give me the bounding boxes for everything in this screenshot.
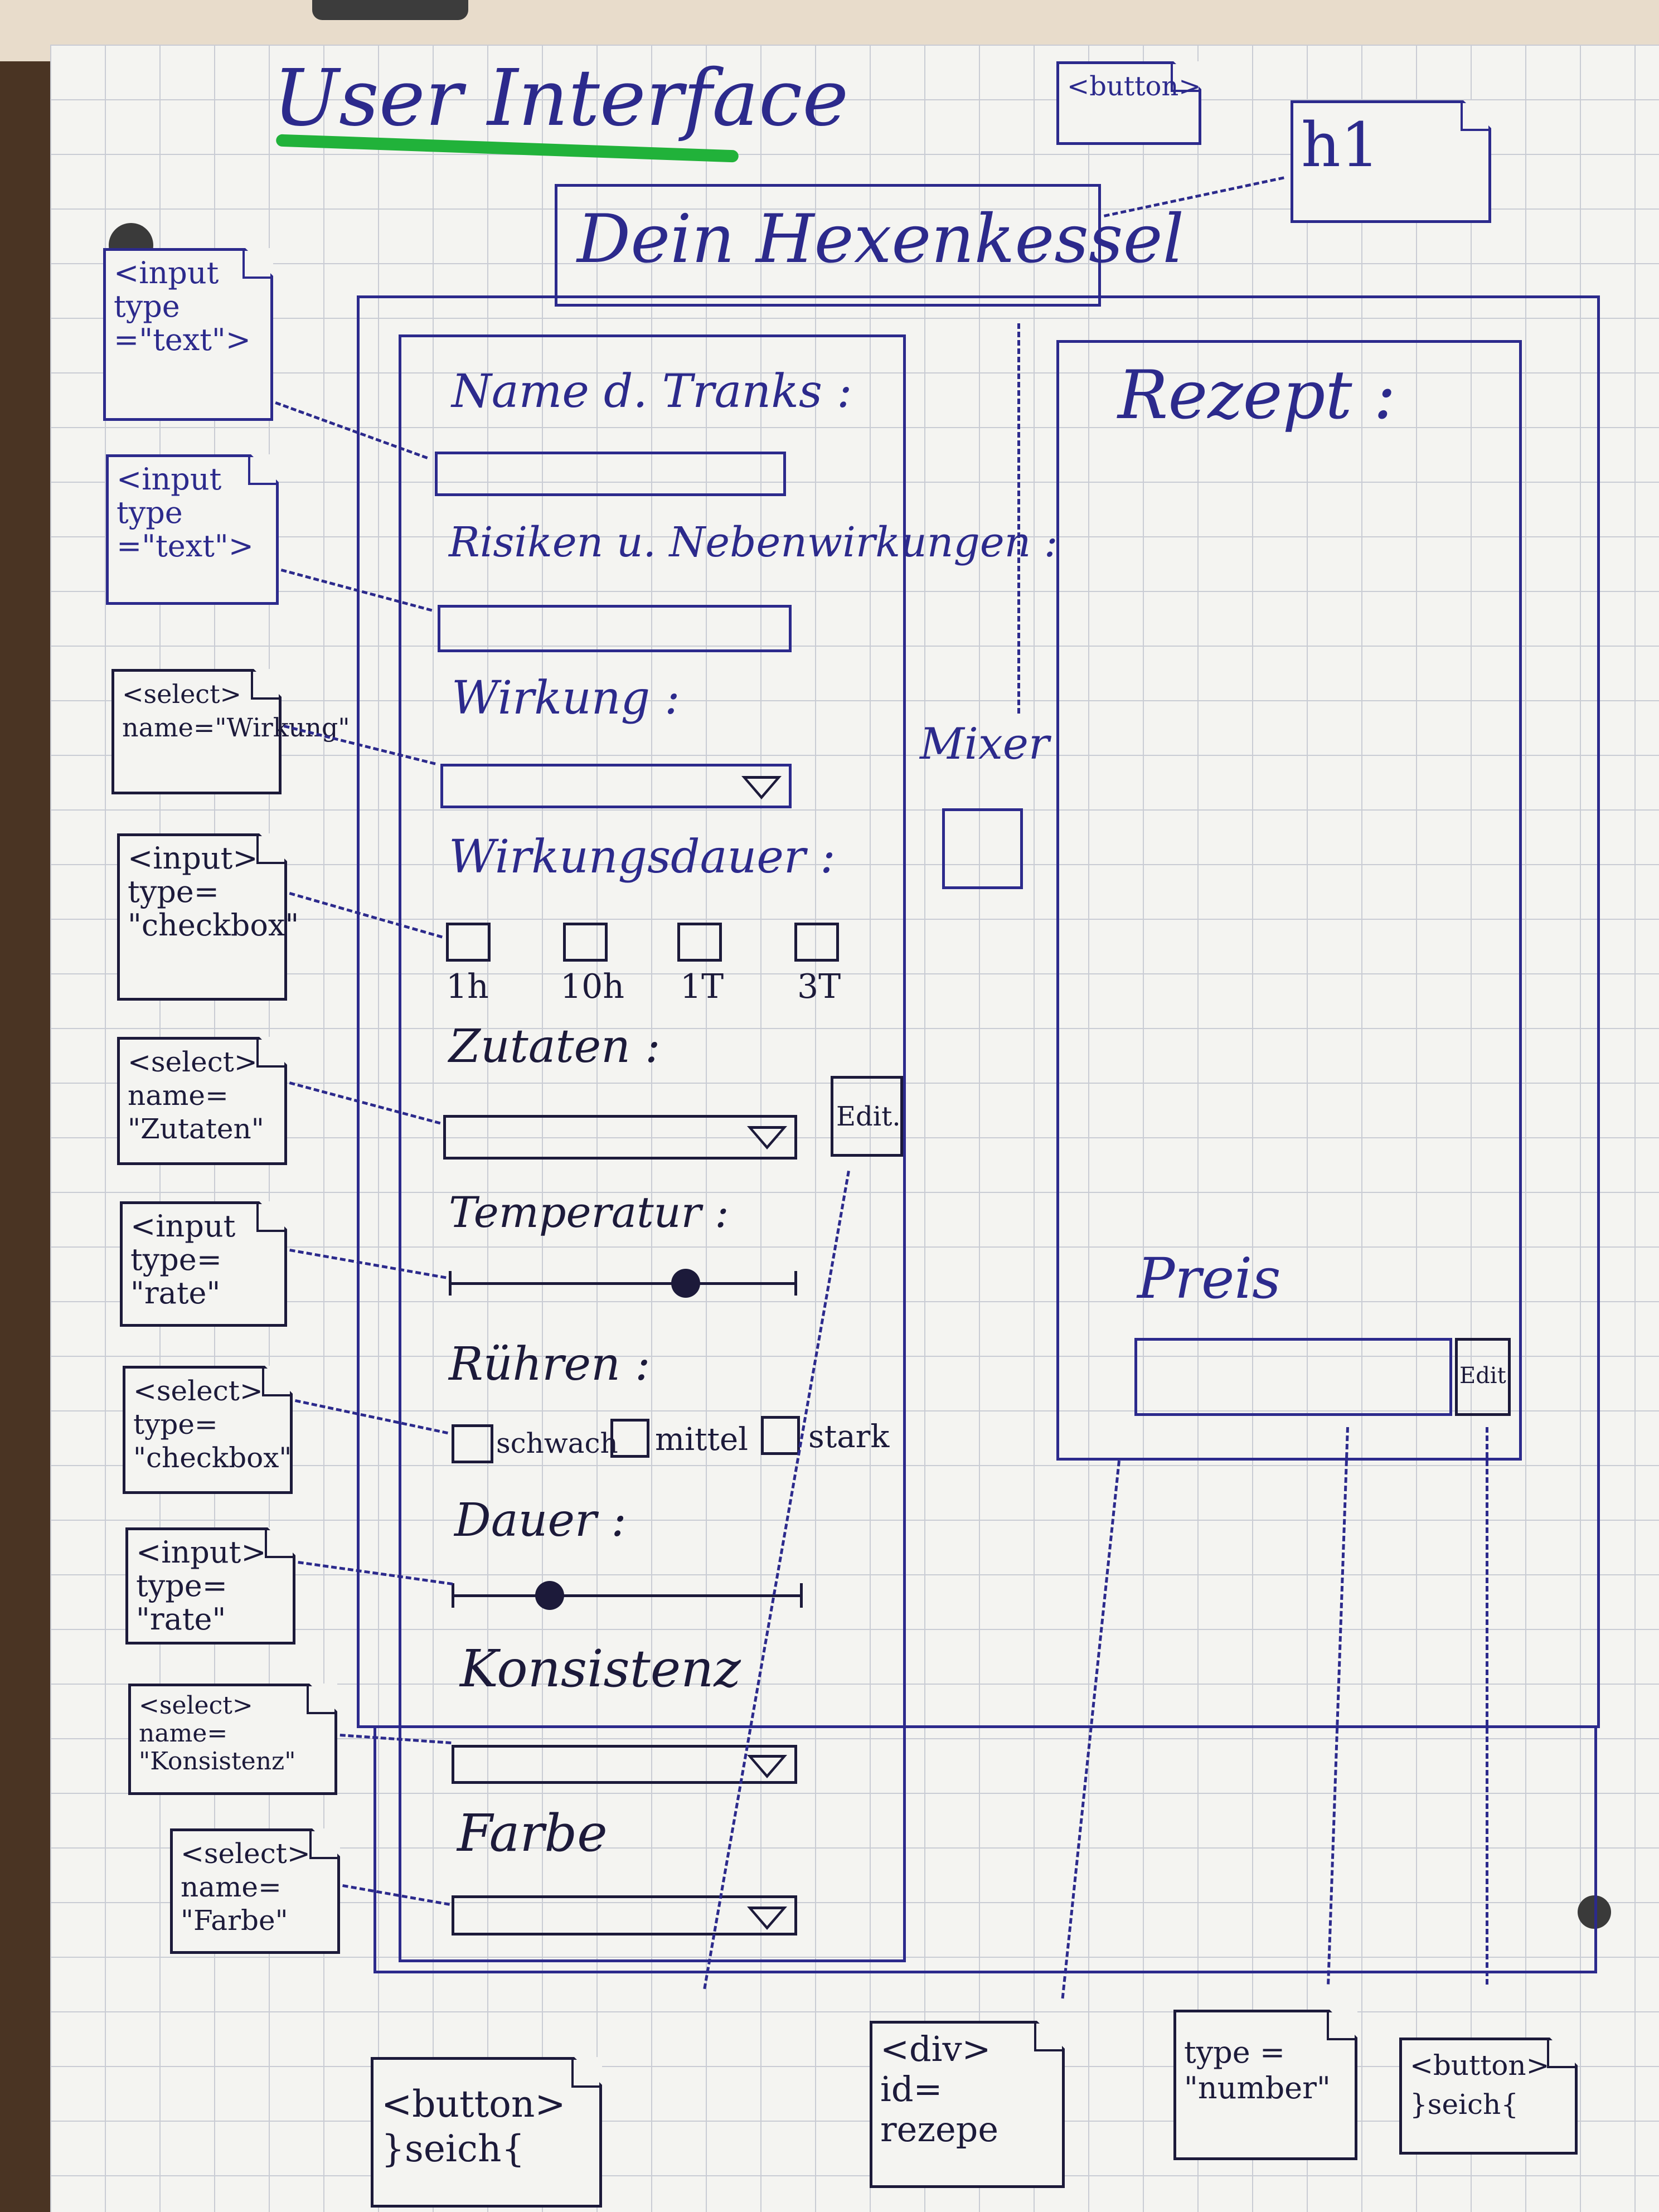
bottom-button-annotation: <button> }seich{ xyxy=(371,2057,602,2208)
time-slider-track[interactable] xyxy=(452,1594,803,1597)
time-slider-knob[interactable] xyxy=(535,1581,565,1610)
duration-label: Wirkungsdauer : xyxy=(449,831,836,884)
duration-checkbox-1h[interactable] xyxy=(446,923,491,962)
consistency-select[interactable] xyxy=(452,1745,797,1784)
color-select-annotation: <select> name= "Farbe" xyxy=(170,1828,340,1954)
price-edit-button[interactable] xyxy=(1455,1338,1511,1416)
temperature-slider-knob[interactable] xyxy=(671,1269,700,1298)
page-title: User Interface xyxy=(273,53,849,144)
chevron-down-icon[interactable] xyxy=(747,1907,787,1930)
ingredients-select-annotation: <select> name= "Zutaten" xyxy=(117,1037,287,1165)
name-input-annotation: <input type ="text"> xyxy=(103,248,273,421)
chevron-down-icon[interactable] xyxy=(741,776,782,799)
temperature-slider-end xyxy=(794,1271,797,1296)
header-button-annotation: <button> xyxy=(1056,61,1201,145)
duration-checkbox-10h[interactable] xyxy=(563,923,608,962)
stir-checkbox-weak[interactable] xyxy=(452,1424,493,1463)
duration-option-label: 10h xyxy=(560,967,624,1006)
form-panel xyxy=(399,334,906,1962)
name-label: Name d. Tranks : xyxy=(452,365,852,418)
duration-checkbox-annotation: <input> type= "checkbox" xyxy=(117,833,299,1001)
duration-option-label: 3T xyxy=(797,967,841,1006)
ingredients-label: Zutaten : xyxy=(449,1020,661,1073)
stir-checkbox-strong[interactable] xyxy=(761,1416,800,1455)
consistency-label: Konsistenz xyxy=(460,1639,741,1699)
recipe-div-annotation: <div> id= rezepe xyxy=(870,2021,1065,2188)
chevron-down-icon[interactable] xyxy=(747,1755,787,1778)
effect-select-annotation: <select> name="Wirkung" xyxy=(111,669,350,794)
annotation-connector xyxy=(1017,323,1020,714)
risks-input[interactable] xyxy=(438,605,792,652)
recipe-label: Rezept : xyxy=(1118,357,1396,434)
price-button-annotation: <button> }seich{ xyxy=(1399,2038,1578,2155)
stir-option-label: mittel xyxy=(655,1422,749,1458)
temperature-range-annotation: <input type= "rate" xyxy=(120,1201,287,1327)
stir-label: Rühren : xyxy=(449,1338,651,1391)
price-number-annotation: type = "number" xyxy=(1173,2010,1357,2160)
time-label: Dauer : xyxy=(454,1494,627,1547)
h1-annotation: h1 xyxy=(1291,100,1491,223)
consistency-select-annotation: <select> name= "Konsistenz" xyxy=(128,1684,337,1795)
stir-option-label: schwach xyxy=(496,1427,618,1459)
duration-option-label: 1h xyxy=(446,967,489,1006)
price-input[interactable] xyxy=(1134,1338,1452,1416)
ingredients-edit-label: Edit. xyxy=(836,1101,901,1132)
main-container xyxy=(357,295,1600,1728)
app-title-box xyxy=(555,184,1101,307)
time-slider-end xyxy=(800,1583,803,1608)
mixer-label: Mixer xyxy=(920,719,1050,769)
duration-checkbox-3t[interactable] xyxy=(794,923,839,962)
price-label: Preis xyxy=(1137,1246,1281,1311)
chevron-down-icon[interactable] xyxy=(747,1126,787,1149)
ingredients-select[interactable] xyxy=(443,1115,797,1160)
annotation-connector xyxy=(1486,1427,1488,1985)
price-edit-label: Edit xyxy=(1459,1363,1506,1389)
pen-icon xyxy=(312,0,468,20)
stir-option-label: stark xyxy=(808,1419,890,1455)
mixer-button[interactable] xyxy=(942,808,1023,889)
effect-select[interactable] xyxy=(440,764,792,808)
stir-checkbox-medium[interactable] xyxy=(610,1419,649,1458)
recipe-panel xyxy=(1056,340,1522,1461)
risks-input-annotation: <input type ="text"> xyxy=(106,454,279,605)
duration-checkbox-1t[interactable] xyxy=(677,923,722,962)
color-select[interactable] xyxy=(452,1895,797,1936)
stir-select-annotation: <select> type= "checkbox" xyxy=(123,1366,293,1494)
ingredients-edit-button[interactable] xyxy=(831,1076,903,1157)
color-label: Farbe xyxy=(457,1803,608,1863)
time-range-annotation: <input> type= "rate" xyxy=(125,1527,295,1645)
effect-label: Wirkung : xyxy=(452,672,680,725)
app-title: Dein Hexenkessel xyxy=(577,201,1184,278)
bottom-extension xyxy=(373,1728,1597,1973)
temperature-slider-track[interactable] xyxy=(449,1282,797,1285)
name-input[interactable] xyxy=(435,452,786,496)
duration-option-label: 1T xyxy=(680,967,724,1006)
risks-label: Risiken u. Nebenwirkungen : xyxy=(449,518,1058,566)
temperature-label: Temperatur : xyxy=(449,1187,729,1237)
